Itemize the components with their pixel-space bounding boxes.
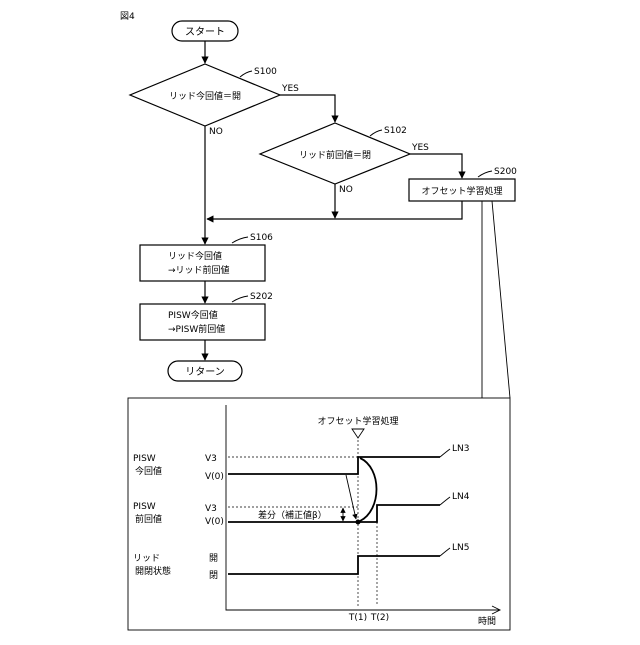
- process2-line2: →PISW前回値: [168, 323, 225, 335]
- step-leader: [232, 237, 248, 243]
- process1-line2: →リッド前回値: [168, 264, 230, 276]
- row3-label2: 開閉状態: [135, 565, 171, 577]
- row2-low: V(0): [205, 517, 224, 527]
- process-pisw-update: PISW今回値 →PISW前回値: [140, 304, 265, 340]
- step-leader: [232, 296, 248, 302]
- offset-box-text: オフセット学習処理: [421, 185, 502, 197]
- time-axis-label: 時間: [478, 616, 496, 627]
- ln4-leader: [440, 497, 450, 505]
- decision2-yes: YES: [411, 143, 429, 153]
- ln5-leader: [440, 548, 450, 556]
- step-s202: S202: [250, 292, 273, 302]
- ln3-label: LN3: [452, 444, 469, 454]
- decision1-yes: YES: [281, 84, 299, 94]
- row1-high: V3: [205, 454, 217, 464]
- end-terminal: リターン: [168, 361, 242, 381]
- end-label: リターン: [185, 366, 225, 378]
- ln3-leader: [440, 449, 450, 457]
- t1-label: T(1): [348, 613, 367, 623]
- row2-high: V3: [205, 504, 217, 514]
- offset-learning-box: オフセット学習処理: [409, 179, 515, 201]
- process2-line1: PISW今回値: [168, 309, 218, 321]
- figure-label: 図4: [120, 11, 135, 22]
- offset-marker-label: オフセット学習処理: [317, 415, 398, 427]
- process1-line1: リッド今回値: [168, 250, 222, 262]
- start-terminal: スタート: [172, 21, 238, 41]
- difference-label: 差分（補正値β）: [258, 509, 327, 521]
- row3-label1: リッド: [133, 554, 160, 564]
- flow-arrow-yes2: [410, 154, 462, 178]
- row1-label2: 今回値: [135, 465, 162, 477]
- callout-leaders: [482, 201, 510, 398]
- decision2-text: リッド前回値＝閉: [299, 149, 371, 161]
- step-s106: S106: [250, 233, 273, 243]
- row2-label2: 前回値: [135, 513, 162, 525]
- step-s100: S100: [254, 67, 277, 77]
- ln5-label: LN5: [452, 543, 469, 553]
- transfer-arc: [360, 458, 377, 521]
- ln5-waveform: [228, 556, 440, 574]
- decision2-no: NO: [339, 185, 353, 195]
- ln3-waveform: [228, 457, 440, 474]
- shift-arrow: [346, 475, 356, 519]
- step-leader: [478, 171, 492, 177]
- step-leader: [370, 130, 382, 136]
- timing-axes: [226, 405, 500, 610]
- offset-marker-triangle: [352, 429, 364, 438]
- decision1-text: リッド今回値＝開: [169, 90, 241, 102]
- step-leader: [240, 71, 252, 77]
- row1-label1: PISW: [133, 454, 156, 464]
- row2-label1: PISW: [133, 502, 156, 512]
- step-s102: S102: [384, 126, 407, 136]
- row3-low: 閉: [209, 570, 218, 581]
- process-lid-update: リッド今回値 →リッド前回値: [140, 245, 265, 281]
- decision1-no: NO: [209, 127, 223, 137]
- start-label: スタート: [185, 26, 225, 38]
- row1-low: V(0): [205, 472, 224, 482]
- sample-point: [356, 520, 361, 525]
- row3-high: 開: [209, 553, 218, 564]
- ln4-label: LN4: [452, 492, 470, 502]
- t2-label: T(2): [370, 613, 389, 623]
- flow-arrow-yes1: [280, 95, 335, 122]
- step-s200: S200: [494, 167, 517, 177]
